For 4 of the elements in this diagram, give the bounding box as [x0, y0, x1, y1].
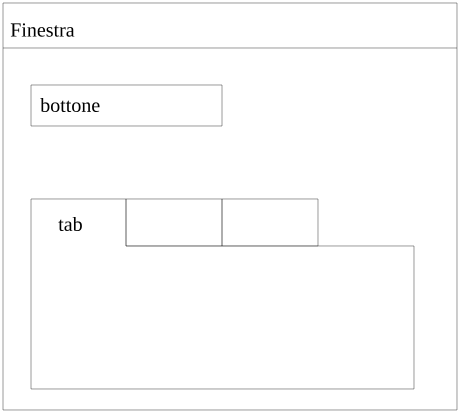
- tab-box: [126, 198, 222, 246]
- tab-panel: tab: [30, 198, 414, 390]
- tab-box: [222, 198, 318, 246]
- button-box: bottone: [30, 84, 222, 126]
